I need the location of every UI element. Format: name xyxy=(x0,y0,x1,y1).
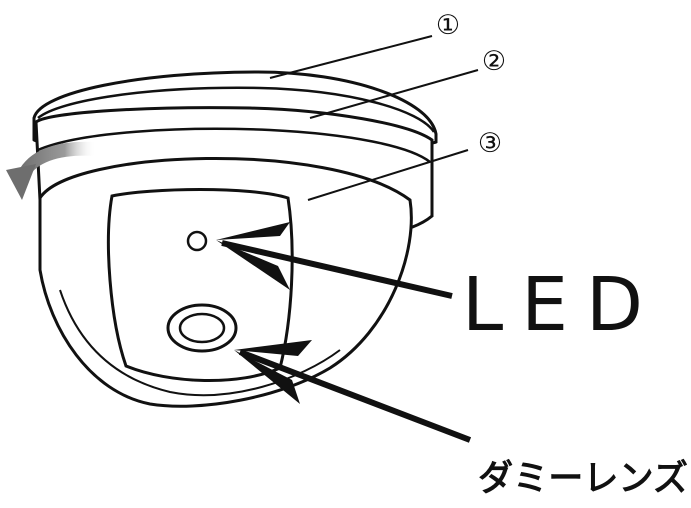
marker-1: ① xyxy=(436,10,460,41)
leader-line-3 xyxy=(307,149,469,201)
dummy-lens-callout-arrow xyxy=(234,340,472,443)
housing-cover-shoulder xyxy=(37,127,431,163)
dummy-lens-inner xyxy=(178,312,226,344)
marker-3: ③ xyxy=(478,128,502,159)
led-callout-arrow xyxy=(216,222,453,299)
dummy-lens-label: ダミーレンズ xyxy=(478,457,688,499)
mount-ring-inner-line xyxy=(37,86,436,133)
rotation-arrow-icon xyxy=(6,141,96,200)
led-label: LED xyxy=(462,262,661,348)
led-dot xyxy=(186,230,208,252)
marker-2: ② xyxy=(482,46,506,77)
leader-line-1 xyxy=(269,35,433,79)
leader-line-2 xyxy=(309,69,479,119)
